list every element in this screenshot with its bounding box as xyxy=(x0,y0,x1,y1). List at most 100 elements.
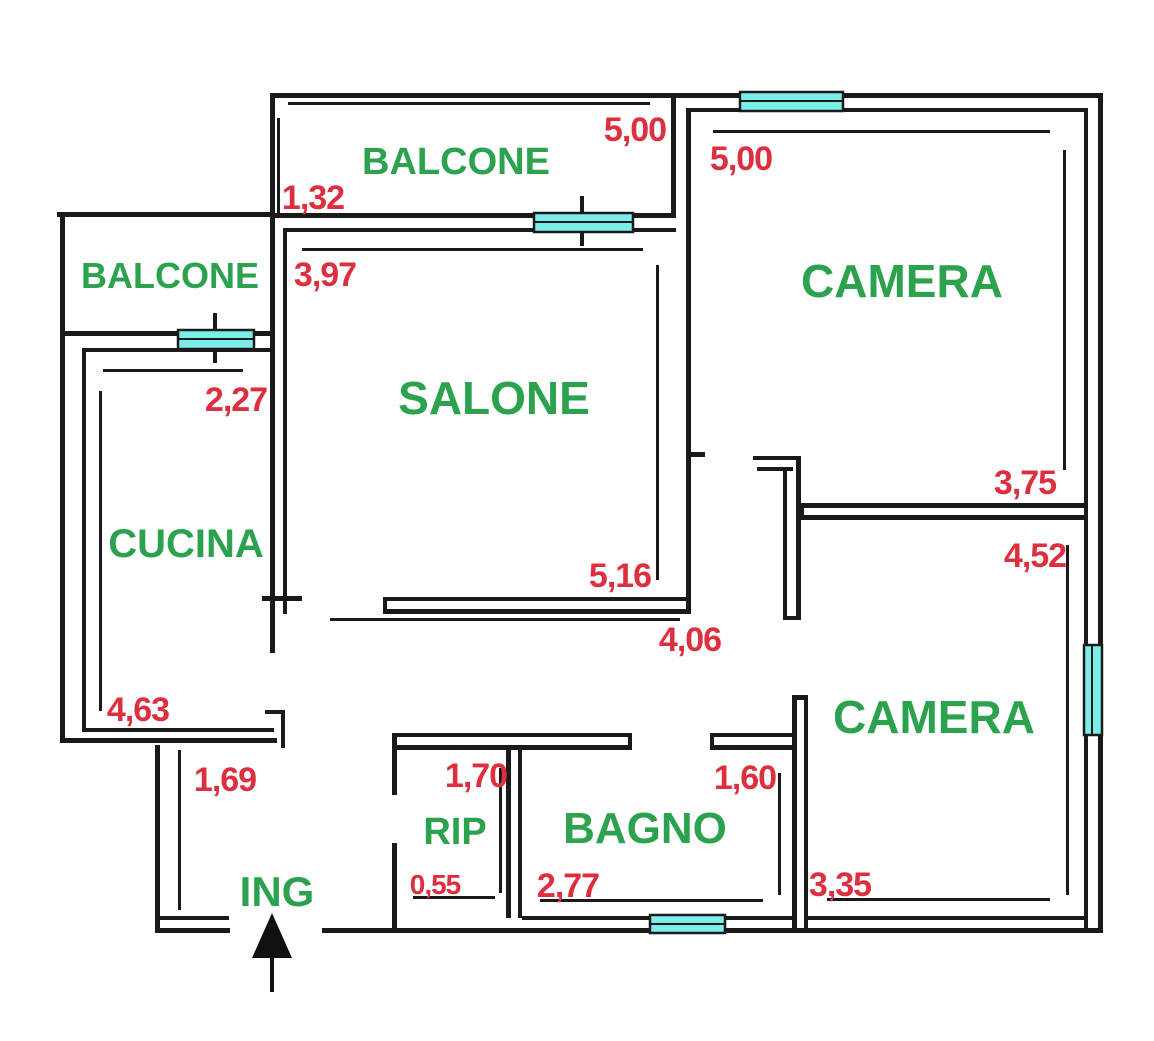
dim-cucina-depth: 4,63 xyxy=(107,691,169,729)
dimension-line xyxy=(99,391,102,711)
wall xyxy=(60,212,65,743)
dim-ingresso-depth: 1,69 xyxy=(194,761,256,799)
wall xyxy=(272,213,534,218)
room-label-bagno: BAGNO xyxy=(563,804,727,853)
wall xyxy=(155,928,230,933)
wall xyxy=(522,916,652,920)
wall xyxy=(82,728,274,732)
dimension-line xyxy=(827,898,1050,901)
wall xyxy=(633,213,676,218)
wall xyxy=(506,745,511,918)
windows xyxy=(176,90,1104,935)
wall xyxy=(805,916,1086,920)
wall xyxy=(1098,93,1103,933)
wall xyxy=(792,695,808,700)
room-label-camera-sud: CAMERA xyxy=(833,691,1035,743)
wall xyxy=(265,710,285,714)
dimension-line xyxy=(713,130,1050,133)
room-label-rip: RIP xyxy=(423,811,486,853)
dimension-line xyxy=(302,248,643,251)
wall xyxy=(57,212,272,217)
dim-rip-width: 0,55 xyxy=(410,869,461,900)
room-label-cucina: CUCINA xyxy=(108,522,264,566)
dimension-line xyxy=(499,768,502,893)
window-camera-sud-mullion xyxy=(1091,645,1093,735)
dim-cucina-width: 2,27 xyxy=(205,381,267,419)
room-label-balcone-top: BALCONE xyxy=(362,141,550,183)
wall xyxy=(157,916,229,920)
dim-balcone-top-depth: 1,32 xyxy=(282,179,344,217)
dim-rip-depth: 1,70 xyxy=(445,757,507,795)
window-camera-nord-mullion xyxy=(740,100,843,102)
wall xyxy=(710,745,795,750)
dimension-line xyxy=(778,773,781,895)
wall xyxy=(392,733,632,737)
dim-corridoio-width: 4,06 xyxy=(659,621,721,659)
dimension-line xyxy=(330,618,680,621)
wall xyxy=(783,616,801,620)
window-bagno-mullion xyxy=(650,923,725,925)
dimension-line xyxy=(413,896,495,899)
dim-bagno-depth: 1,60 xyxy=(714,759,776,797)
wall xyxy=(783,467,787,620)
dimension-lines xyxy=(99,102,1069,910)
dimension-line xyxy=(103,369,243,372)
wall xyxy=(270,93,1103,98)
wall xyxy=(270,93,275,653)
wall xyxy=(804,695,808,930)
wall xyxy=(710,733,714,750)
dim-camera-nord-width: 5,00 xyxy=(710,140,772,178)
entrance-arrow-head xyxy=(252,913,292,958)
wall xyxy=(518,745,522,918)
wall xyxy=(710,733,795,737)
wall xyxy=(392,733,397,795)
dim-camera-sud-width: 3,35 xyxy=(809,866,871,904)
room-label-camera-nord: CAMERA xyxy=(801,255,1003,307)
window-salone-mullion xyxy=(534,221,633,223)
wall xyxy=(800,503,804,520)
wall xyxy=(392,745,632,750)
wall xyxy=(252,331,272,336)
dimension-line xyxy=(540,899,763,902)
dimension-line xyxy=(656,265,659,580)
wall xyxy=(753,456,800,460)
dim-bagno-width: 2,77 xyxy=(537,867,599,905)
room-label-balcone-left: BALCONE xyxy=(81,255,259,296)
entrance-arrow-shaft xyxy=(270,952,274,992)
wall xyxy=(60,331,180,336)
wall xyxy=(800,515,1086,520)
dimension-labels: 5,00 1,32 5,00 3,97 2,27 5,16 4,06 3,75 … xyxy=(107,111,1067,905)
dim-balcone-top-width: 5,00 xyxy=(604,111,666,149)
dimension-line xyxy=(1063,150,1066,470)
wall xyxy=(82,348,86,732)
wall xyxy=(628,733,632,750)
dimension-line xyxy=(178,750,181,910)
dimension-line xyxy=(1066,545,1069,895)
wall xyxy=(686,108,691,614)
wall xyxy=(281,710,285,748)
room-label-ingresso: ING xyxy=(240,868,315,915)
wall xyxy=(60,738,277,743)
dimension-line xyxy=(288,102,650,105)
dim-salone-depth: 5,16 xyxy=(589,557,651,595)
dim-salone-width: 3,97 xyxy=(294,256,356,294)
wall xyxy=(383,609,691,614)
wall xyxy=(796,456,801,620)
wall xyxy=(671,93,676,217)
dim-camera-sud-depth: 4,52 xyxy=(1004,537,1066,575)
door-tick xyxy=(691,452,705,457)
room-label-salone: SALONE xyxy=(398,372,590,424)
wall xyxy=(383,597,387,614)
dim-camera-nord-depth: 3,75 xyxy=(994,464,1056,502)
wall xyxy=(757,467,793,471)
dimension-line xyxy=(277,118,280,216)
window-cucina-mullion xyxy=(178,338,254,340)
entrance-arrow-icon xyxy=(252,913,292,992)
room-labels: BALCONE BALCONE SALONE CAMERA CUCINA CAM… xyxy=(81,141,1035,915)
wall xyxy=(792,695,797,930)
wall xyxy=(392,843,397,930)
door-tick xyxy=(262,596,302,601)
wall xyxy=(800,503,1086,508)
